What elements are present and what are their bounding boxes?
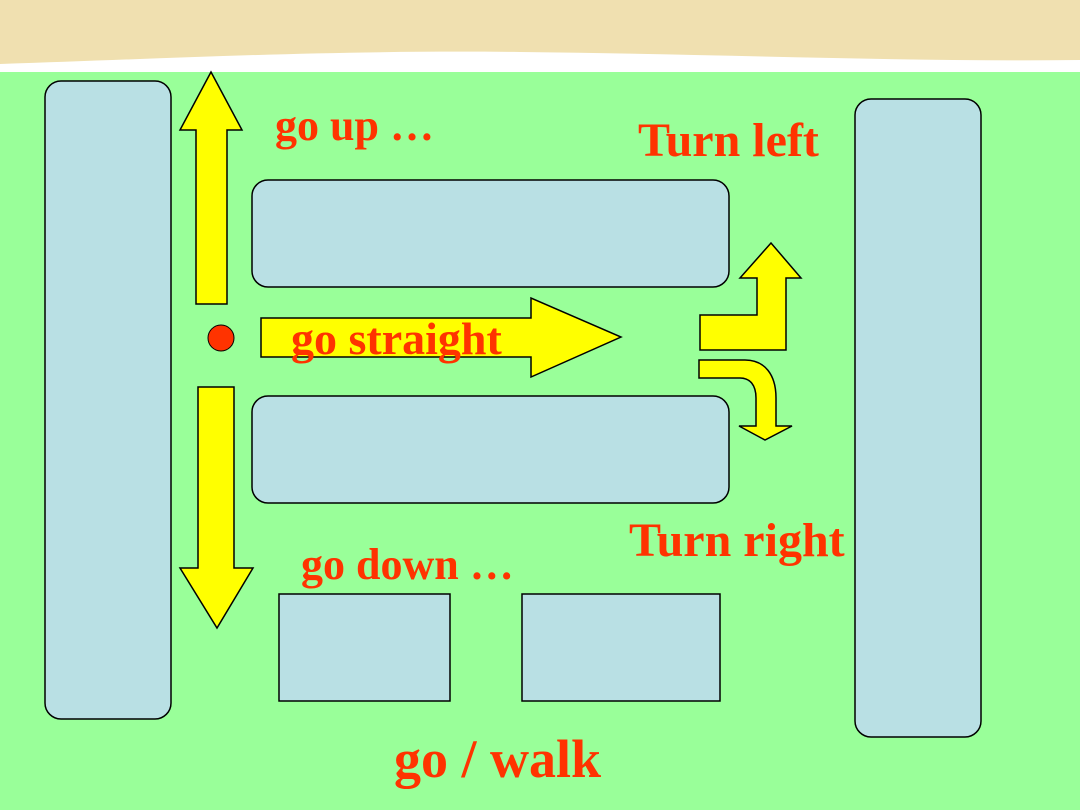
arrow-up-icon xyxy=(178,70,244,305)
right-tall-block xyxy=(854,98,982,738)
turn-right-arrow-icon xyxy=(698,359,793,441)
bottom-right-block xyxy=(521,593,721,702)
start-dot-icon xyxy=(207,324,235,352)
arrow-down-icon xyxy=(178,386,255,630)
upper-middle-block xyxy=(251,179,730,288)
arrow-right-icon xyxy=(260,296,623,379)
label-turn-left: Turn left xyxy=(638,114,819,167)
label-go-up: go up … xyxy=(275,101,434,150)
bottom-left-block xyxy=(278,593,451,702)
label-go-down: go down … xyxy=(301,540,514,589)
top-banner xyxy=(0,0,1080,72)
turn-left-arrow-icon xyxy=(699,241,803,351)
label-turn-right: Turn right xyxy=(629,514,845,567)
label-go-straight: go straight xyxy=(291,313,502,364)
lower-middle-block xyxy=(251,395,730,504)
label-go-walk: go / walk xyxy=(394,729,602,789)
left-tall-block xyxy=(44,80,172,720)
